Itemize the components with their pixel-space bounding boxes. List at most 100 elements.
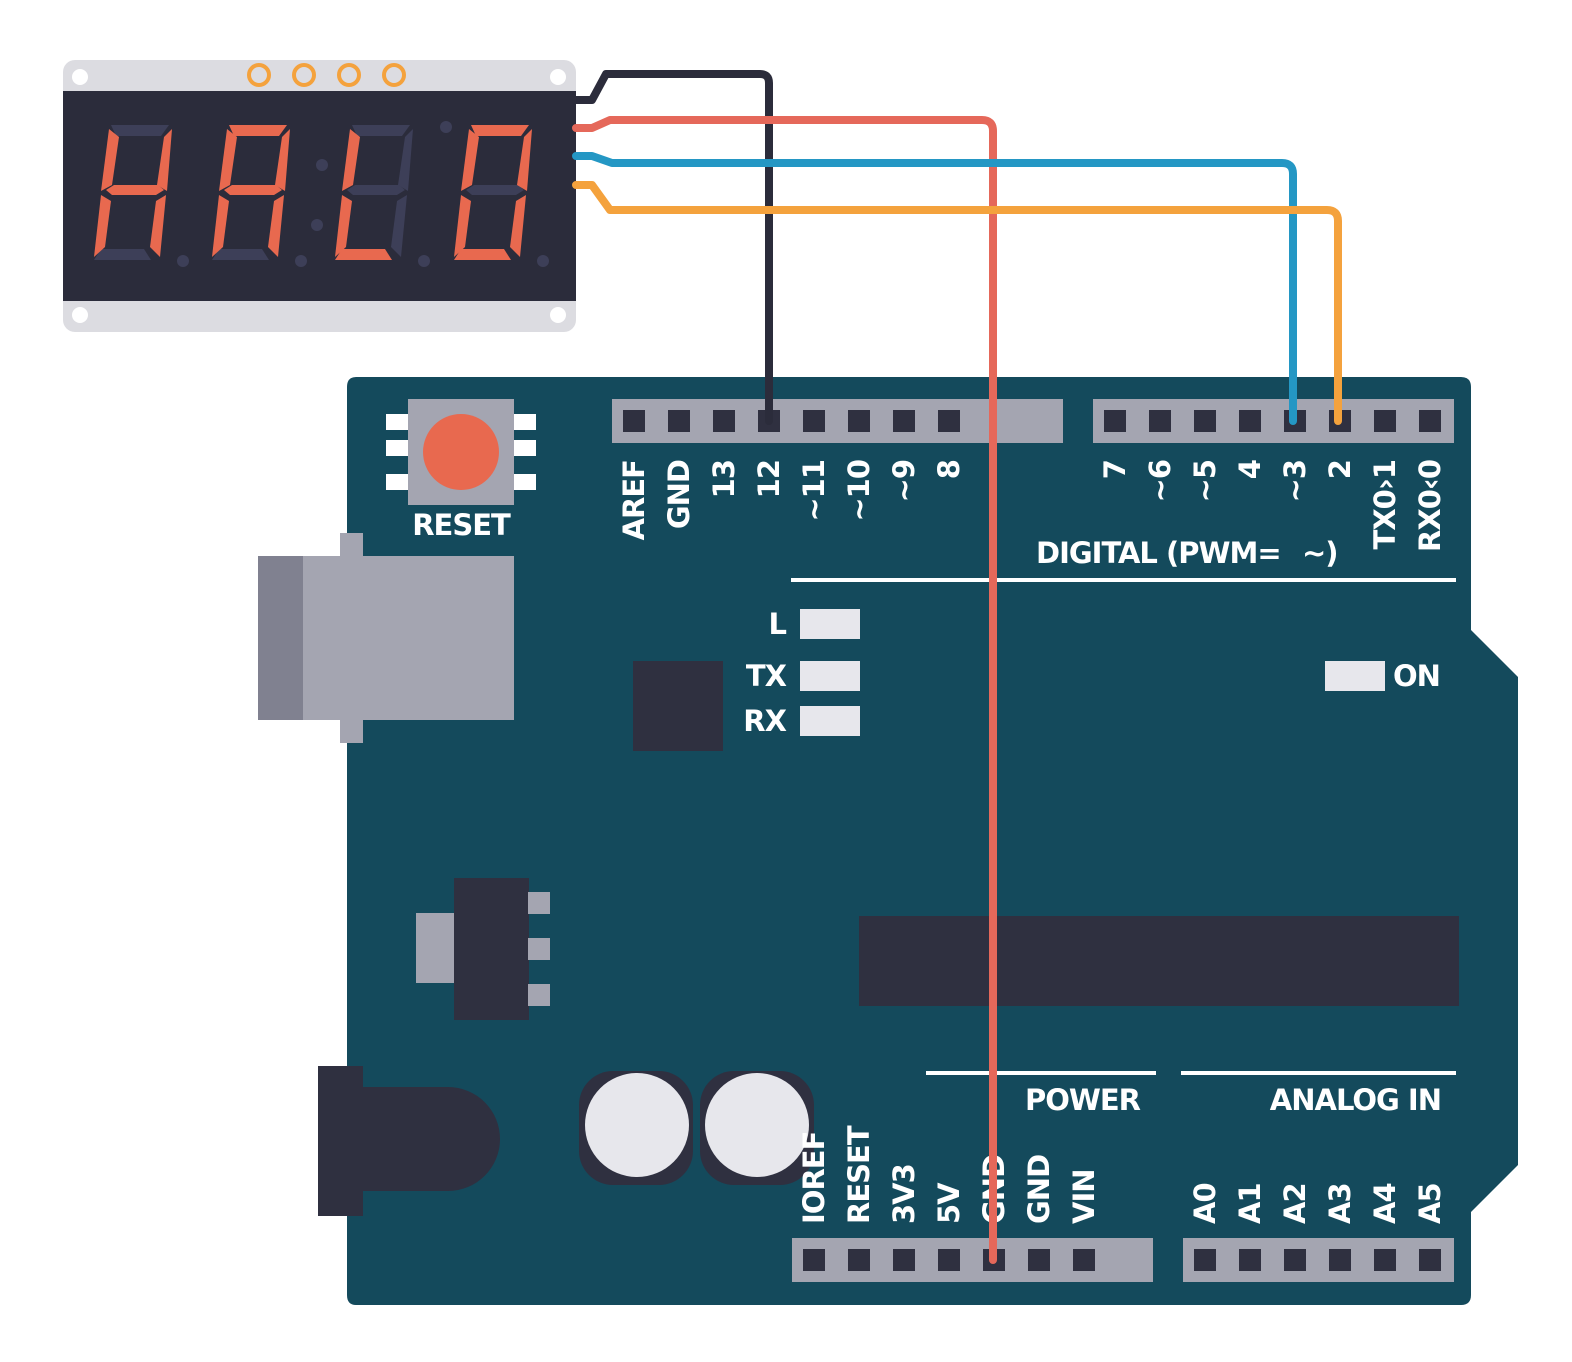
tx-led	[800, 661, 860, 691]
display-pin-4	[382, 63, 406, 87]
digital-pin-label-11: ~11	[797, 460, 831, 522]
digital-pin-9[interactable]	[893, 410, 915, 432]
power-pin-3v3[interactable]	[893, 1249, 915, 1271]
display-pin-rings	[247, 63, 406, 87]
segment-g	[224, 185, 282, 195]
on-led	[1325, 661, 1385, 691]
analog-pin-a0[interactable]	[1194, 1249, 1216, 1271]
analog-pin-label-a0: A0	[1188, 1183, 1222, 1224]
voltage-regulator	[416, 878, 550, 1020]
power-jack	[318, 1066, 500, 1216]
segment-f	[461, 129, 479, 191]
segment-g	[466, 185, 524, 195]
reset-label: RESET	[412, 508, 511, 542]
digital-pin-tx0-1[interactable]	[1374, 410, 1396, 432]
digital-pin-7[interactable]	[1104, 410, 1126, 432]
usb-connector	[258, 533, 514, 743]
digital-pin-label-2: 2	[1323, 460, 1357, 479]
digital-pin-8[interactable]	[938, 410, 960, 432]
digital-pin-rx0-0[interactable]	[1419, 410, 1441, 432]
digital-pin-label-12: 12	[752, 460, 786, 498]
digital-pin-label-tx0-1: TX0›1	[1368, 460, 1402, 549]
segment-c	[150, 195, 166, 257]
analog-pin-a2[interactable]	[1284, 1249, 1306, 1271]
power-pin-gnd[interactable]	[1028, 1249, 1050, 1271]
digital-pin-label-gnd: GND	[662, 460, 696, 529]
digit-4	[454, 125, 549, 267]
digital-pin-10[interactable]	[848, 410, 870, 432]
capacitors	[579, 1071, 814, 1185]
power-pin-label-3v3: 3V3	[887, 1164, 921, 1224]
digital-pin-label-3: ~3	[1278, 460, 1312, 502]
digital-pin-label-9: ~9	[887, 460, 921, 502]
rx-led-label: RX	[743, 704, 786, 738]
digital-pin-5[interactable]	[1194, 410, 1216, 432]
power-pin-vin[interactable]	[1073, 1249, 1095, 1271]
reset-button[interactable]	[386, 399, 536, 505]
orange-wire	[572, 181, 1342, 425]
digital-pin-aref[interactable]	[623, 410, 645, 432]
digital-pin-13[interactable]	[713, 410, 735, 432]
digital-pin-label-4: 4	[1233, 460, 1267, 479]
microcontroller-chip	[859, 916, 1459, 1006]
segment-e	[94, 195, 111, 257]
segment-d	[454, 249, 511, 260]
analog-pin-label-a2: A2	[1278, 1183, 1312, 1224]
on-led-label: ON	[1393, 659, 1440, 693]
display-pin-2	[292, 63, 316, 87]
analog-pin-a4[interactable]	[1374, 1249, 1396, 1271]
digital-pin-gnd[interactable]	[668, 410, 690, 432]
seven-segment-display	[63, 60, 576, 332]
l-led-label: L	[769, 607, 787, 641]
digital-pin-4[interactable]	[1239, 410, 1261, 432]
segment-c	[391, 195, 407, 257]
segment-e	[335, 195, 352, 257]
display-pin-3	[337, 63, 361, 87]
power-title: POWER	[1025, 1083, 1141, 1117]
rx-led	[800, 706, 860, 736]
segment-d	[212, 249, 269, 260]
analog-pin-a5[interactable]	[1419, 1249, 1441, 1271]
blue-wire	[572, 152, 1297, 425]
digital-title: DIGITAL (PWM=	[1036, 536, 1281, 570]
segment-b	[398, 129, 413, 191]
analog-pin-a1[interactable]	[1239, 1249, 1261, 1271]
segment-d	[94, 249, 151, 260]
digital-pin-6[interactable]	[1149, 410, 1171, 432]
digital-pin-11[interactable]	[803, 410, 825, 432]
analog-pin-label-a3: A3	[1323, 1183, 1357, 1224]
digital-pin-label-6: ~6	[1143, 460, 1177, 502]
board-pcb	[347, 377, 1518, 1305]
segment-d	[335, 249, 392, 260]
power-pin-label-gnd: GND	[1022, 1155, 1056, 1224]
segment-b	[157, 129, 172, 191]
segment-a	[352, 125, 410, 136]
display-pin-1	[247, 63, 271, 87]
digital-pin-label-10: ~10	[842, 460, 876, 522]
usb-chip	[633, 661, 723, 751]
digital-pin-label-13: 13	[707, 460, 741, 498]
digital-title-tilde: ~)	[1302, 536, 1338, 570]
analog-pin-a3[interactable]	[1329, 1249, 1351, 1271]
segment-f	[219, 129, 237, 191]
power-pin-5v[interactable]	[938, 1249, 960, 1271]
decimal-point	[295, 255, 307, 267]
power-pin-ioref[interactable]	[803, 1249, 825, 1271]
segment-a	[229, 125, 287, 136]
power-pin-label-ioref: IOREF	[797, 1132, 831, 1224]
power-pin-label-5v: 5V	[932, 1182, 966, 1224]
power-pin-reset[interactable]	[848, 1249, 870, 1271]
analog-title: ANALOG IN	[1270, 1083, 1441, 1117]
header-power	[792, 1238, 1153, 1282]
segment-g	[106, 185, 164, 195]
segment-c	[268, 195, 284, 257]
segment-g	[347, 185, 405, 195]
tx-led-label: TX	[746, 659, 787, 693]
wires	[572, 70, 1342, 1264]
power-pin-label-reset: RESET	[842, 1125, 876, 1224]
analog-pin-label-a5: A5	[1413, 1183, 1447, 1224]
segment-b	[517, 129, 532, 191]
decimal-point	[418, 255, 430, 267]
